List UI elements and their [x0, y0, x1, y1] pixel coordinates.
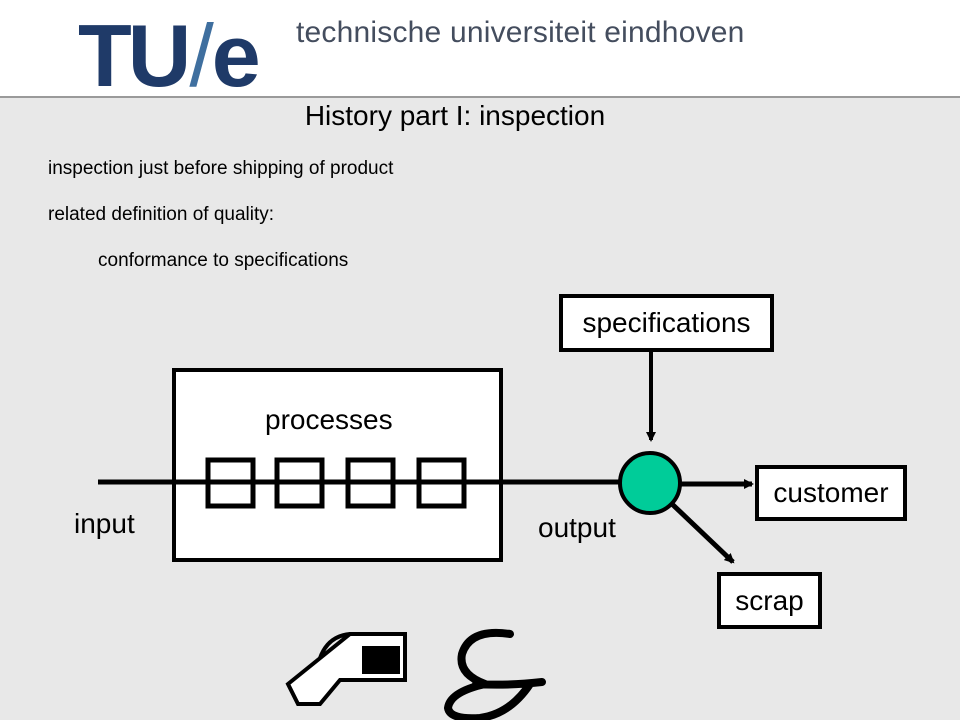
logo-tu: TU [78, 6, 191, 105]
output-label: output [538, 512, 616, 543]
processes-label: processes [265, 404, 393, 435]
scrap-box: scrap [717, 572, 822, 629]
header-band: TU/e technische universiteit eindhoven [0, 0, 960, 100]
university-name: technische universiteit eindhoven [296, 16, 745, 49]
input-label: input [74, 508, 135, 539]
customer-box: customer [755, 465, 907, 521]
specifications-label: specifications [582, 307, 751, 338]
specifications-box: specifications [559, 294, 774, 352]
watermark-logo-icon [285, 629, 546, 720]
slide-title: History part I: inspection [304, 100, 606, 131]
logo-slash: / [189, 6, 214, 105]
bullet-1: inspection just before shipping of produ… [48, 158, 394, 179]
scrap-label: scrap [735, 584, 804, 616]
customer-label: customer [773, 477, 889, 508]
bullet-2: related definition of quality: [48, 204, 275, 225]
scrap-arrow [670, 502, 735, 564]
tue-logo: TU/e [78, 12, 261, 100]
inspection-node [618, 451, 682, 515]
bullet-3-indented: conformance to specifications [98, 250, 349, 271]
logo-e: e [211, 6, 261, 105]
